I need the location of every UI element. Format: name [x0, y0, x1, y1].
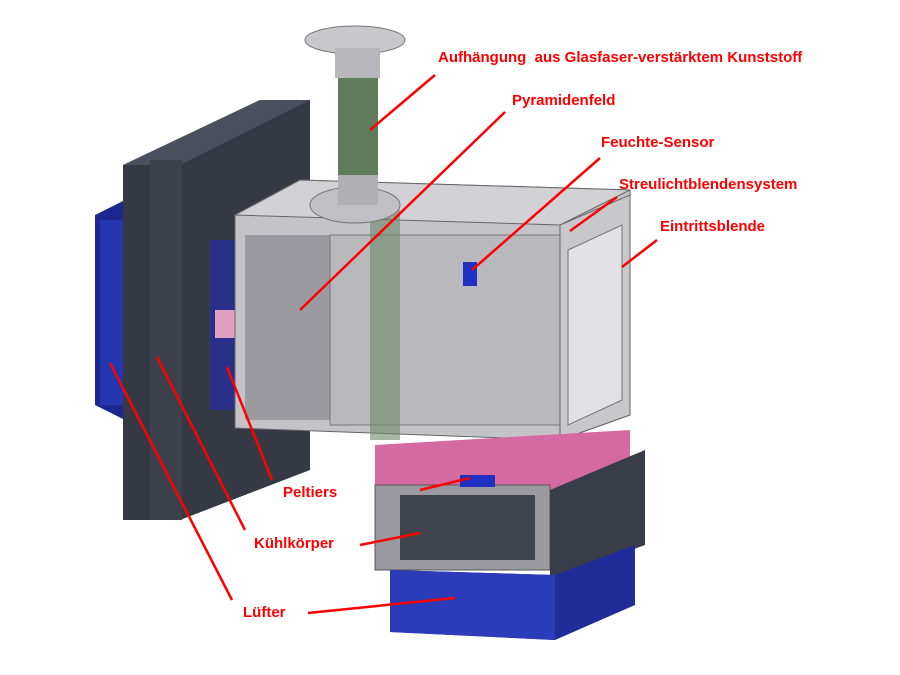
label-peltiers: Peltiers	[283, 484, 338, 501]
arrow-suspension	[369, 74, 436, 131]
main-housing	[233, 179, 631, 441]
label-heat-sink: Kühlkörper	[254, 535, 335, 552]
left-fan	[95, 200, 125, 420]
arrow-entrance-aperture	[621, 239, 658, 268]
bottom-unit	[374, 430, 645, 640]
label-humidity-sensor: Feuchte-Sensor	[601, 134, 715, 151]
arrow-stray-light	[569, 195, 618, 233]
suspension-tube	[304, 25, 406, 224]
arrow-humidity-sensor	[471, 157, 601, 271]
arrow-fan-bottom	[307, 596, 456, 615]
arrow-peltiers-left	[225, 366, 274, 481]
arrow-fan-left	[108, 362, 234, 601]
arrow-heat-sink-bottom	[359, 531, 421, 547]
label-stray-light-system: Streulichtblendensystem	[619, 176, 798, 193]
label-entrance-aperture: Eintrittsblende	[660, 218, 766, 235]
label-fan: Lüfter	[243, 604, 286, 621]
label-suspension: Aufhängung aus Glasfaser-verstärktem Kun…	[438, 49, 803, 66]
callout-arrows	[108, 74, 658, 615]
label-pyramid-field: Pyramidenfeld	[512, 92, 616, 109]
arrow-heat-sink-left	[155, 356, 247, 531]
arrow-pyramid-field	[299, 111, 506, 311]
arrow-peltiers-bottom	[419, 476, 471, 492]
